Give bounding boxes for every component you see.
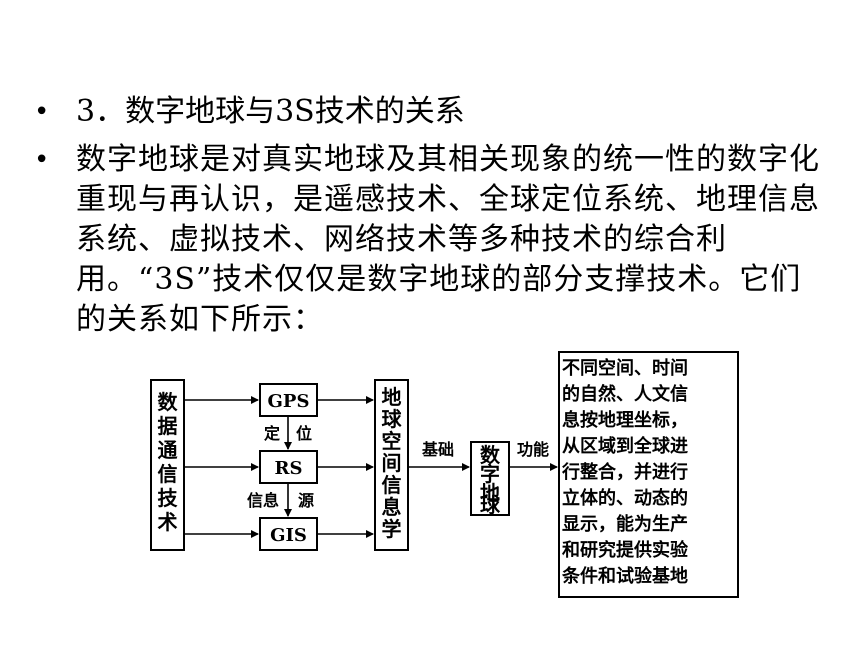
bullet-paragraph: • 数字地球是对真实地球及其相关现象的统一性的数字化重现与再认识，是遥感技术、全…	[28, 140, 828, 340]
spatial-info-char: 学	[382, 517, 402, 541]
box-data-communication	[150, 379, 185, 551]
bullet-paragraph-text: 数字地球是对真实地球及其相关现象的统一性的数字化重现与再认识，是遥感技术、全球定…	[76, 142, 820, 337]
description-line: 显示，能为生产	[562, 513, 688, 535]
gis-label: GIS	[270, 525, 307, 546]
digital-earth-char: 字	[480, 462, 500, 486]
digital-earth-char: 地	[480, 481, 500, 505]
bullet-marker: •	[34, 145, 51, 175]
data-comm-char: 数	[158, 390, 179, 414]
description-line: 息按地理坐标，	[562, 409, 688, 431]
box-gps	[259, 383, 318, 417]
spatial-info-char: 地	[382, 385, 402, 409]
data-comm-char: 据	[158, 414, 178, 438]
info-source-label-left: 信息	[247, 491, 279, 510]
description-line: 立体的、动态的	[562, 487, 688, 509]
bullet-heading-text: 3．数字地球与3S技术的关系	[76, 94, 465, 129]
function-label: 功能	[517, 440, 549, 459]
data-comm-char: 技	[158, 486, 179, 510]
description-line: 的自然、人文信	[562, 383, 688, 405]
box-description	[558, 351, 739, 598]
description-line: 从区域到全球进	[562, 435, 688, 457]
spatial-info-char: 息	[382, 495, 402, 519]
digital-earth-char: 球	[480, 493, 501, 517]
gps-label: GPS	[268, 391, 310, 412]
rs-label: RS	[275, 458, 303, 479]
spatial-info-char: 间	[382, 451, 402, 475]
description-line: 和研究提供实验	[562, 539, 689, 561]
bullet-list: • 3．数字地球与3S技术的关系 • 数字地球是对真实地球及其相关现象的统一性的…	[28, 92, 828, 340]
data-comm-char: 通	[158, 438, 178, 462]
data-comm-char: 信	[158, 462, 178, 486]
digital-earth-char: 数	[480, 443, 501, 467]
description-line: 条件和试验基地	[561, 565, 688, 587]
info-source-label-right: 源	[298, 491, 314, 510]
spatial-info-char: 信	[382, 473, 402, 497]
foundation-label: 基础	[421, 440, 454, 459]
bullet-marker: •	[34, 97, 50, 127]
spatial-info-char: 空	[382, 429, 402, 453]
box-digital-earth	[470, 441, 510, 516]
description-line: 不同空间、时间	[562, 357, 688, 379]
data-comm-char: 术	[158, 510, 178, 534]
positioning-label-right: 位	[296, 424, 312, 443]
description-line: 行整合，并进行	[561, 461, 688, 483]
positioning-label-left: 定	[263, 424, 280, 443]
spatial-info-char: 球	[382, 407, 403, 431]
bullet-heading: • 3．数字地球与3S技术的关系	[28, 92, 828, 132]
box-spatial-information	[374, 379, 409, 551]
